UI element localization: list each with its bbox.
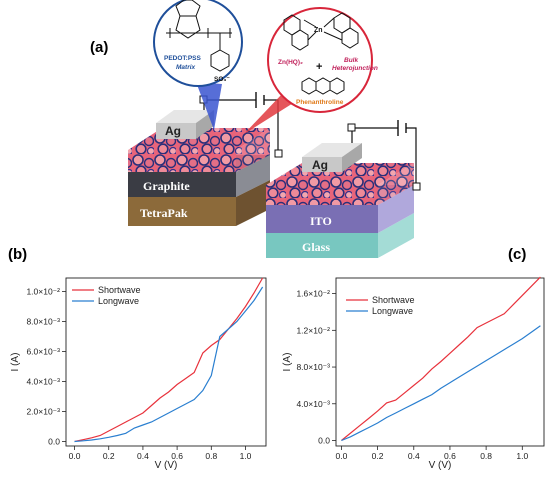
series-line-b-longwave bbox=[74, 286, 264, 443]
tetrapak-layer-side bbox=[236, 180, 270, 226]
x-tick-label-c-5: 1.0 bbox=[516, 451, 528, 461]
y-tick-label-c-0: 0.0 bbox=[318, 435, 330, 445]
right-contact-bottom bbox=[412, 182, 421, 191]
heterojunction-note-1: Bulk bbox=[344, 57, 358, 64]
phen-ring-3 bbox=[329, 77, 345, 95]
y-tick-label-b-0: 0.0 bbox=[48, 437, 60, 447]
active-layer-left-side bbox=[236, 128, 270, 172]
legend-label-b-shortwave: Shortwave bbox=[98, 285, 141, 295]
glass-layer-front bbox=[266, 233, 378, 258]
y-tick-label-b-4: 8.0×10⁻³ bbox=[26, 317, 60, 327]
chart-b: 0.0 0.2 0.4 0.6 0.8 1.0 0.0 2.0×10⁻³ 4.0×10⁻³ 6.0… bbox=[10, 277, 267, 471]
legend-label-b-longwave: Longwave bbox=[98, 296, 139, 306]
ag-electrode-right-front bbox=[302, 157, 342, 172]
y-tick-label-c-2: 8.0×10⁻³ bbox=[296, 362, 330, 372]
x-tick-label-b-0: 0.0 bbox=[69, 451, 81, 461]
panel-label-a: (a) bbox=[90, 39, 108, 56]
chart-c: 0.0 0.2 0.4 0.6 0.8 1.0 0.0 4.0×10⁻³ 8.0×10⁻³ 1.2… bbox=[282, 276, 545, 471]
x-axis-label-b: V (V) bbox=[155, 460, 178, 471]
ito-layer-front bbox=[266, 205, 378, 233]
x-tick-label-c-0: 0.0 bbox=[336, 451, 348, 461]
panel-label-b: (b) bbox=[8, 246, 27, 263]
quinoline-ring-4 bbox=[341, 27, 359, 49]
polymer-callout: SO₃⁻ PEDOT:PSS Matrix bbox=[153, 0, 243, 87]
x-tick-label-c-3: 0.6 bbox=[444, 451, 456, 461]
phenanthroline-label: Phenanthroline bbox=[296, 99, 344, 106]
x-tick-label-b-4: 0.8 bbox=[205, 451, 217, 461]
tetrapak-label: TetraPak bbox=[140, 206, 188, 220]
panel-label-c: (c) bbox=[508, 246, 526, 263]
right-contact-top bbox=[347, 123, 356, 132]
tetrapak-layer-front bbox=[128, 197, 236, 226]
x-tick-label-b-2: 0.4 bbox=[137, 451, 149, 461]
zn-bond-4 bbox=[323, 31, 343, 41]
ag-electrode-right-side bbox=[342, 143, 362, 172]
x-tick-label-b-5: 1.0 bbox=[240, 451, 252, 461]
legend-label-c-longwave: Longwave bbox=[372, 306, 413, 316]
y-tick-label-b-1: 2.0×10⁻³ bbox=[26, 407, 60, 417]
plus-sign: + bbox=[316, 61, 322, 73]
zn-complex-label: Zn(HQ)₂ bbox=[278, 59, 303, 66]
sulfonate-label: SO₃⁻ bbox=[214, 76, 230, 83]
x-tick-label-c-2: 0.4 bbox=[408, 451, 420, 461]
series-line-c-longwave bbox=[341, 325, 541, 442]
x-tick-label-c-4: 0.8 bbox=[480, 451, 492, 461]
graphite-layer-side bbox=[236, 155, 270, 197]
x-tick-label-b-1: 0.2 bbox=[103, 451, 115, 461]
ito-label: ITO bbox=[310, 214, 332, 228]
heterojunction-note-2: Heterojunction bbox=[332, 65, 378, 72]
glass-layer-side bbox=[378, 213, 414, 258]
polymer-callout-circle bbox=[153, 0, 243, 87]
active-layer-left-front bbox=[128, 150, 236, 172]
x-axis-label-c: V (V) bbox=[429, 460, 452, 471]
y-tick-label-c-3: 1.2×10⁻² bbox=[296, 325, 330, 335]
zn-bond-3 bbox=[307, 31, 317, 41]
left-device: TetraPak Graphite Ag bbox=[128, 92, 283, 226]
zn-bond-1 bbox=[303, 19, 317, 28]
pedot-pss-title: PEDOT:PSS bbox=[164, 55, 202, 62]
series-line-b-shortwave bbox=[74, 277, 264, 443]
polymer-callout-beam bbox=[196, 82, 222, 130]
quinoline-ring-2 bbox=[291, 29, 309, 51]
plot-frame-b bbox=[65, 277, 267, 447]
ag-electrode-left-top bbox=[156, 110, 214, 123]
y-tick-label-b-5: 1.0×10⁻² bbox=[26, 287, 60, 297]
series-line-c-shortwave bbox=[341, 276, 541, 441]
ag-label-left: Ag bbox=[165, 124, 181, 138]
styrene-ring bbox=[210, 49, 230, 72]
complex-callout-beam bbox=[244, 94, 298, 134]
graphite-layer-front bbox=[128, 172, 236, 197]
y-tick-label-b-3: 6.0×10⁻³ bbox=[26, 347, 60, 357]
zn-atom-label: Zn bbox=[314, 27, 323, 34]
pedot-pss-subtitle: Matrix bbox=[176, 64, 196, 71]
y-tick-label-b-2: 4.0×10⁻³ bbox=[26, 377, 60, 387]
glass-label: Glass bbox=[302, 240, 330, 254]
plot-frame-c bbox=[335, 277, 545, 447]
dioxane-ring bbox=[175, 0, 201, 17]
ito-layer-side bbox=[378, 185, 414, 233]
graphite-label: Graphite bbox=[143, 179, 190, 193]
x-tick-label-c-1: 0.2 bbox=[372, 451, 384, 461]
right-device: Glass ITO Ag bbox=[266, 120, 421, 258]
y-tick-label-c-4: 1.6×10⁻² bbox=[296, 289, 330, 299]
active-layer-right-front bbox=[266, 185, 378, 205]
y-tick-label-c-1: 4.0×10⁻³ bbox=[296, 399, 330, 409]
y-axis-label-c: I (A) bbox=[282, 353, 293, 372]
y-axis-label-b: I (A) bbox=[10, 353, 21, 372]
left-contact-bottom bbox=[274, 149, 283, 158]
ag-electrode-left-front bbox=[156, 123, 196, 139]
x-tick-label-b-3: 0.6 bbox=[171, 451, 183, 461]
active-layer-right-side bbox=[378, 163, 414, 205]
ag-label-right: Ag bbox=[312, 158, 328, 172]
zn-bond-2 bbox=[323, 17, 335, 28]
legend-label-c-shortwave: Shortwave bbox=[372, 295, 415, 305]
complex-callout: Zn Zn(HQ)₂ + Bulk Heterojunction Phenant… bbox=[267, 7, 378, 113]
